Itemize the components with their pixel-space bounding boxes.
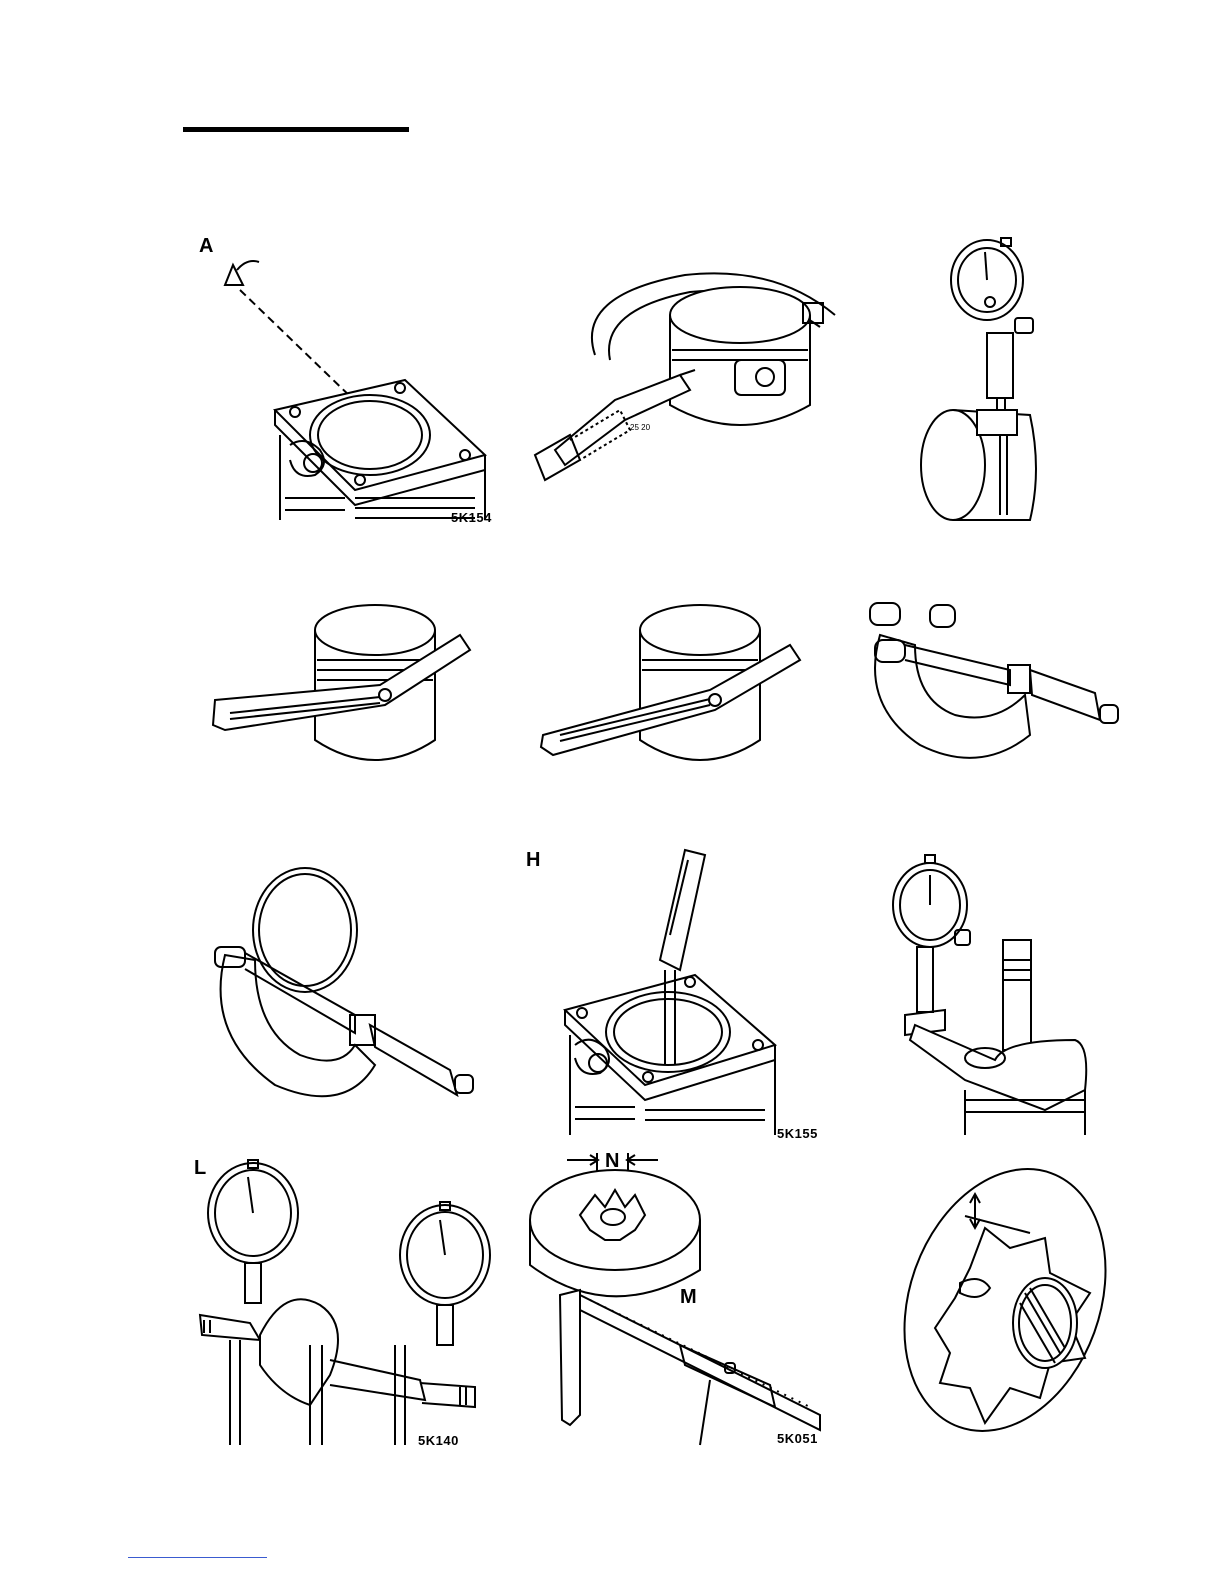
figure-micrometer	[860, 595, 1130, 770]
page-footer-link-rule	[128, 1557, 267, 1558]
figure-ring-micrometer	[205, 865, 485, 1110]
piston-dial-gauge-illustration	[915, 230, 1050, 525]
figure-piston-feeler-gauge-1	[205, 595, 475, 770]
crank-dial-gauge-illustration	[885, 850, 1095, 1135]
figure-piston-dial-gauge	[915, 230, 1050, 525]
figure-sprocket-caliper: N M 5K051	[520, 1145, 830, 1445]
piston-micrometer-illustration: 25 20	[525, 265, 830, 485]
figure-crank-dial-gauge	[885, 850, 1095, 1135]
sprocket-caliper-illustration	[520, 1145, 830, 1445]
piston-feeler-gauge-2-illustration	[535, 595, 805, 770]
figure-crankshaft-runout: L 5K140	[190, 1155, 505, 1450]
sprocket-detail-illustration	[900, 1158, 1110, 1443]
figure-sprocket-detail	[900, 1158, 1110, 1443]
figure-ring-end-gap: H 5K155	[520, 845, 830, 1140]
crankshaft-runout-illustration	[190, 1155, 505, 1450]
piston-feeler-gauge-1-illustration	[205, 595, 475, 770]
figure-code-h: 5K155	[777, 1127, 818, 1140]
figure-piston-feeler-gauge-2	[535, 595, 805, 770]
cylinder-eye-illustration	[195, 230, 505, 530]
figure-code-l: 5K140	[418, 1434, 459, 1447]
figure-piston-micrometer: 25 20	[525, 265, 830, 485]
figure-code-mn: 5K051	[777, 1432, 818, 1445]
micrometer-illustration	[860, 595, 1130, 770]
page-heading-rule	[183, 127, 409, 132]
ring-end-gap-illustration	[520, 845, 830, 1140]
figure-code-a: 5K154	[451, 511, 492, 524]
figure-cylinder-inspection: A 5K154	[195, 230, 505, 530]
svg-text:25 20: 25 20	[630, 423, 651, 432]
ring-micrometer-illustration	[205, 865, 485, 1110]
